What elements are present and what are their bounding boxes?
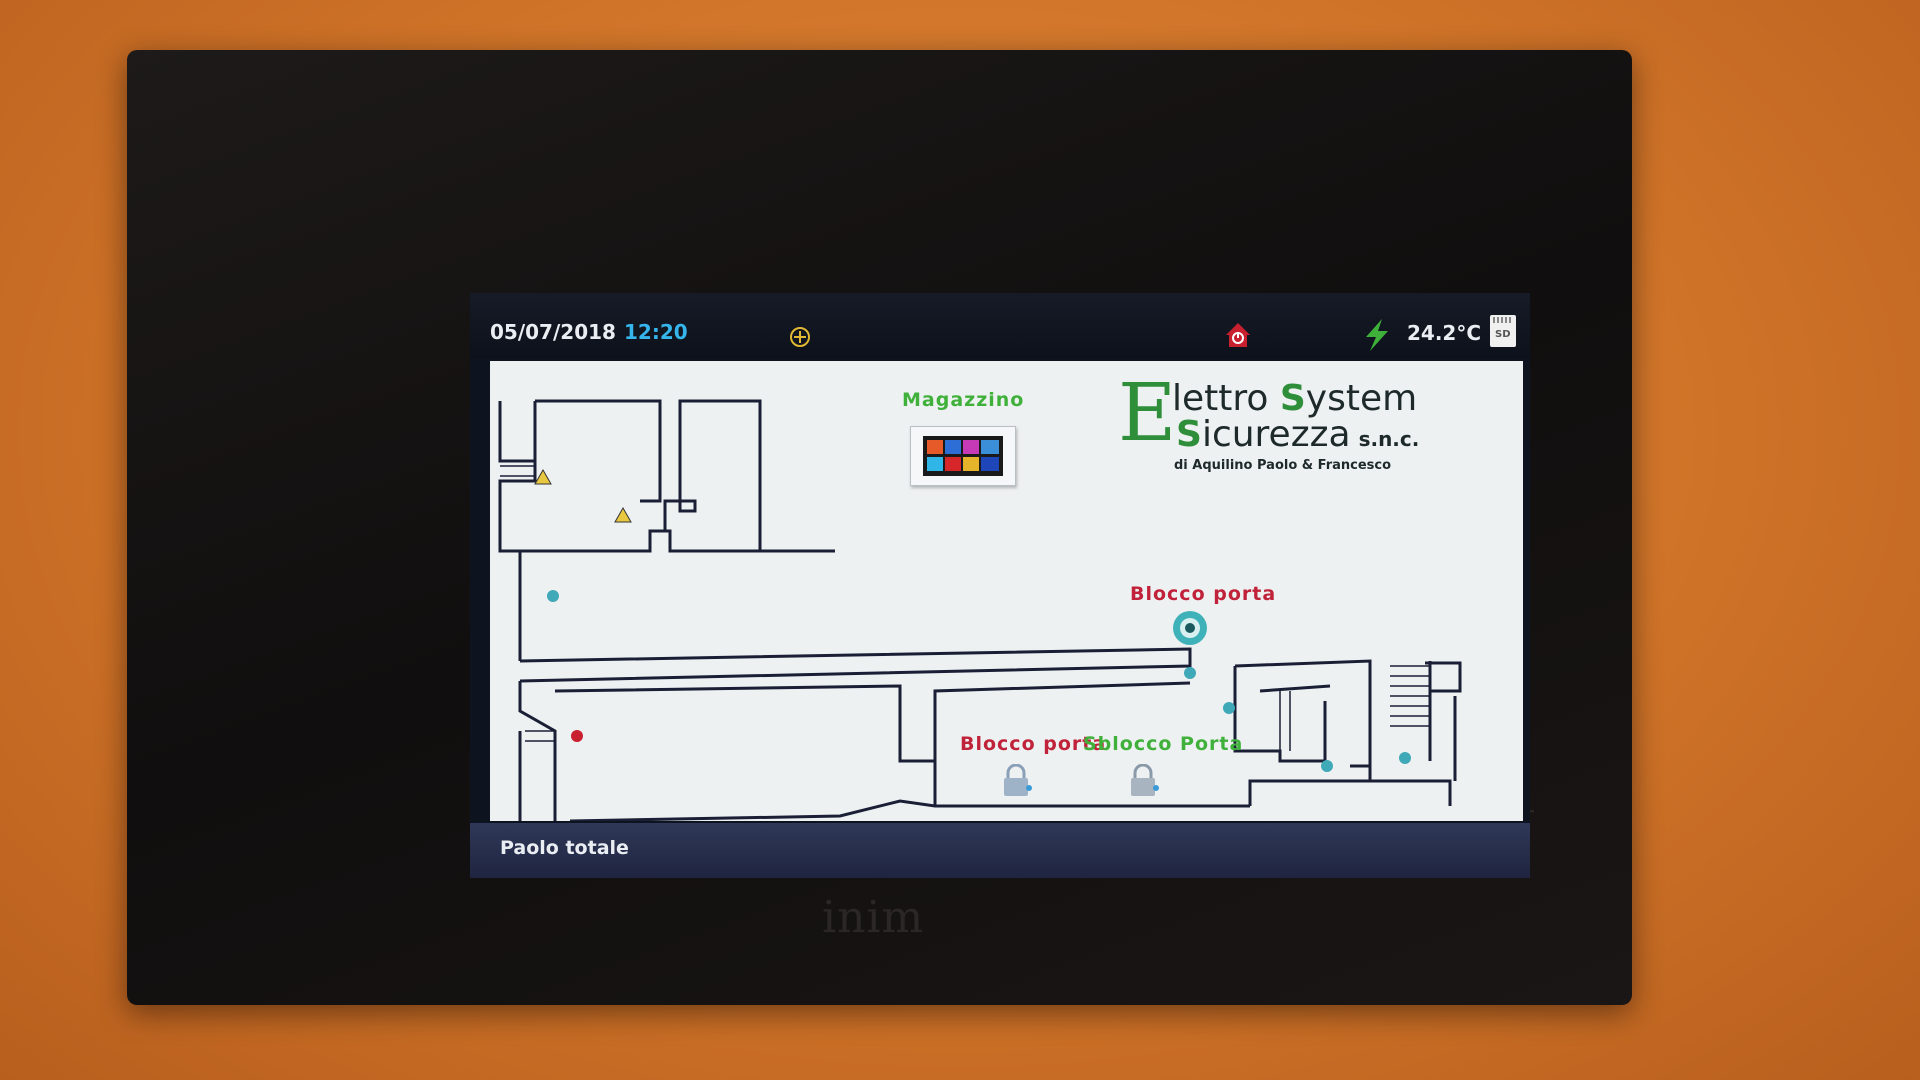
sensor-icon-alarm[interactable] (570, 729, 584, 743)
floor-plan-walls (498, 399, 1462, 821)
camera-dome-icon[interactable] (1170, 608, 1210, 648)
alarm-house-icon[interactable] (1222, 319, 1254, 351)
warning-icon-2[interactable] (614, 507, 632, 523)
lock-icon-right[interactable] (1126, 764, 1160, 798)
warning-icon-1[interactable] (534, 469, 552, 485)
sun-clock-icon[interactable] (788, 325, 812, 349)
logo-e-letter: E (1118, 366, 1177, 459)
touch-screen: 05/07/2018 12:20 24.2°C SD (470, 293, 1530, 878)
active-user-label: Paolo totale (500, 837, 629, 859)
lock-icon-left[interactable] (999, 764, 1033, 798)
sensor-icon-2[interactable] (1183, 666, 1197, 680)
logo-subtitle: di Aquilino Paolo & Francesco (1174, 458, 1392, 473)
color-grid-icon (923, 436, 1003, 476)
keypad-zone-button[interactable] (910, 426, 1016, 486)
brand-logo: inim (822, 892, 925, 943)
sd-label: SD (1495, 329, 1511, 340)
sensor-icon-3[interactable] (1222, 701, 1236, 715)
label-blocco-porta-bottom: Blocco porta (960, 733, 1107, 755)
zone-label-magazzino: Magazzino (902, 389, 1025, 411)
status-bar: 05/07/2018 12:20 24.2°C SD (470, 293, 1530, 358)
logo-line1: lettro System (1172, 378, 1418, 419)
label-blocco-porta-top: Blocco porta (1130, 583, 1277, 605)
user-footer-bar[interactable]: Paolo totale (470, 823, 1530, 878)
sd-card-icon[interactable]: SD (1490, 315, 1516, 347)
status-date: 05/07/2018 (490, 320, 616, 344)
label-sblocco-porta: Sblocco Porta (1083, 733, 1244, 755)
sensor-icon-1[interactable] (546, 589, 560, 603)
temperature-readout: 24.2°C (1407, 321, 1482, 345)
power-bolt-icon (1366, 319, 1388, 351)
status-time: 12:20 (624, 320, 688, 344)
sensor-icon-4[interactable] (1320, 759, 1334, 773)
keypad-device: inim 05/07/2018 12:20 24.2°C (127, 50, 1632, 1005)
sensor-icon-5[interactable] (1398, 751, 1412, 765)
